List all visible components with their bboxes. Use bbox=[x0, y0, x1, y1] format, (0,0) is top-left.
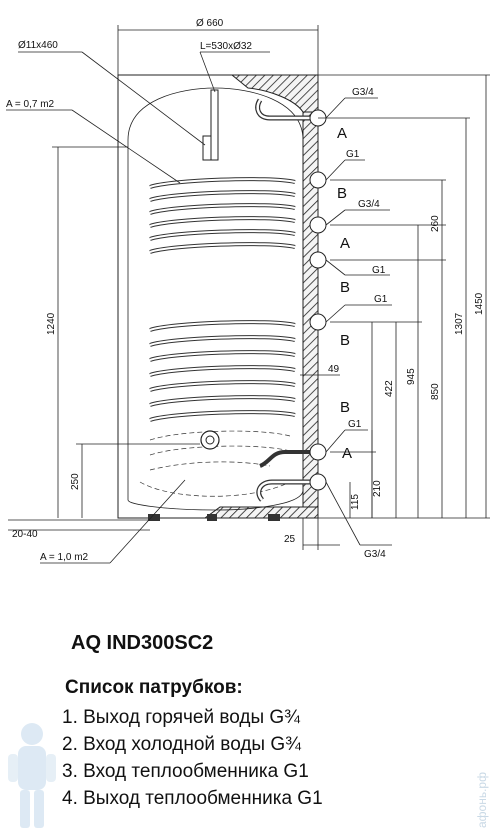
list-item: 2. Вход холодной воды G¾ bbox=[62, 734, 301, 755]
insulation-bottom bbox=[203, 506, 319, 519]
fittings-list: 1. Выход горячей воды G¾ 2. Вход холодно… bbox=[62, 704, 323, 812]
list-item: 3. Вход теплообменника G1 bbox=[62, 761, 309, 782]
fitting-markers bbox=[309, 109, 327, 491]
dim-250: 250 bbox=[70, 473, 81, 490]
fittings-list-title: Список патрубков: bbox=[65, 677, 243, 698]
marker-a3: A bbox=[342, 445, 352, 462]
marker-a2: A bbox=[340, 235, 350, 252]
thread-g1-d: G1 bbox=[348, 419, 362, 430]
recirculation-pipe bbox=[259, 450, 318, 468]
right-dimension-lines bbox=[300, 74, 490, 550]
flange bbox=[200, 430, 220, 450]
dim-1450: 1450 bbox=[474, 292, 485, 315]
dim-49: 49 bbox=[328, 364, 340, 375]
technical-drawing: Ø 660 L=530xØ32 Ø11x460 A = 0,7 m2 1240 … bbox=[6, 18, 490, 564]
list-item: 1. Выход горячей воды G¾ bbox=[62, 707, 301, 728]
watermark: aфонь.рф bbox=[475, 772, 489, 828]
tank-outline bbox=[117, 74, 319, 519]
dim-pocket: Ø11x460 bbox=[18, 40, 58, 51]
feet bbox=[148, 514, 280, 521]
dim-20-40: 20-40 bbox=[12, 529, 38, 540]
dim-1240: 1240 bbox=[46, 312, 57, 335]
dim-210: 210 bbox=[372, 480, 383, 497]
thread-g34-mid: G3/4 bbox=[358, 199, 380, 210]
lower-coil-inner bbox=[149, 321, 296, 421]
thread-g1-c: G1 bbox=[374, 294, 388, 305]
dim-area-upper: A = 0,7 m2 bbox=[6, 99, 55, 110]
dim-850: 850 bbox=[430, 383, 441, 400]
upper-coil bbox=[149, 177, 296, 254]
model-title: AQ IND300SC2 bbox=[71, 632, 214, 654]
dim-25: 25 bbox=[284, 534, 296, 545]
marker-b3: B bbox=[340, 332, 350, 349]
dim-area-lower: A = 1,0 m2 bbox=[40, 552, 89, 563]
dim-115: 115 bbox=[350, 494, 361, 510]
thread-g1-b: G1 bbox=[372, 265, 386, 276]
dim-422: 422 bbox=[384, 380, 395, 397]
inner-vessel bbox=[127, 87, 304, 511]
dim-1307: 1307 bbox=[454, 312, 465, 335]
thread-leaders bbox=[325, 97, 392, 546]
dim-diameter: Ø 660 bbox=[196, 18, 224, 29]
thread-g1-a: G1 bbox=[346, 149, 360, 160]
thread-g34-top: G3/4 bbox=[352, 87, 374, 98]
marker-a1: A bbox=[337, 125, 347, 142]
list-item: 4. Выход теплообменника G1 bbox=[62, 788, 323, 809]
dim-945: 945 bbox=[406, 368, 417, 385]
thread-g34-bottom: G3/4 bbox=[364, 549, 386, 560]
watermark-text: aфонь.рф bbox=[475, 772, 489, 828]
marker-b4: B bbox=[340, 399, 350, 416]
plumber-mascot-icon bbox=[8, 723, 56, 828]
upper-coil-inner bbox=[149, 178, 296, 253]
dim-anode: L=530xØ32 bbox=[200, 41, 252, 52]
marker-b1: B bbox=[337, 185, 347, 202]
marker-b2: B bbox=[340, 279, 350, 296]
anode bbox=[210, 89, 219, 161]
sensor-pocket bbox=[202, 135, 212, 161]
dim-260: 260 bbox=[430, 215, 441, 232]
